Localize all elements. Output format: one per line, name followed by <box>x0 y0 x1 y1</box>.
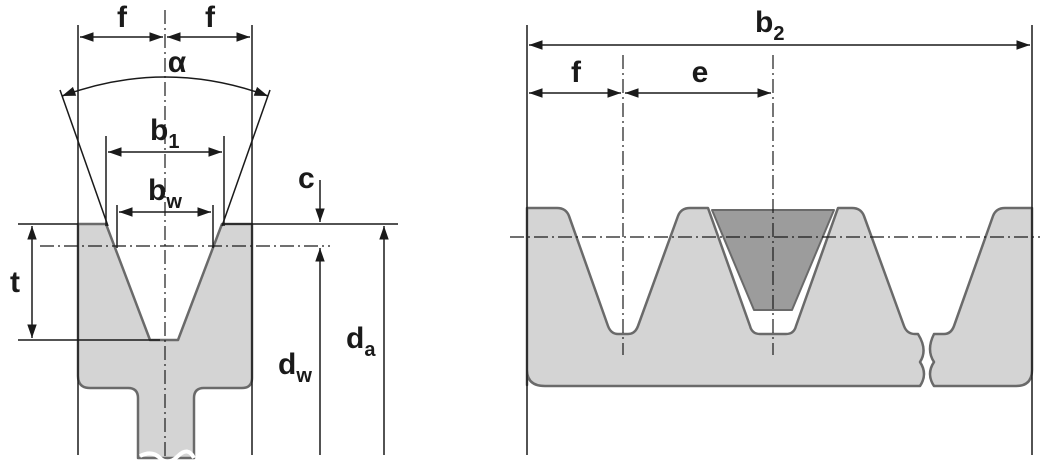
bw-label: bw <box>148 174 182 213</box>
alpha-label: α <box>168 46 187 79</box>
right-multi-groove-section: b2 f e <box>510 6 1040 455</box>
f-left-label: f <box>117 1 128 34</box>
f-right-label: f <box>205 1 216 34</box>
alpha-angle-arc <box>61 76 269 97</box>
e-label: e <box>692 56 709 89</box>
pulley-body-left-part <box>525 206 926 388</box>
f-label-multi: f <box>571 56 582 89</box>
t-label: t <box>10 266 20 299</box>
c-label: c <box>298 162 315 195</box>
b2-label: b2 <box>755 6 784 45</box>
flank-line-left <box>59 89 109 227</box>
hub-break-line <box>139 449 196 464</box>
left-groove-section: f f α b1 bw c dw da t <box>10 1 398 464</box>
dw-label: dw <box>278 348 312 387</box>
flank-line-right <box>221 89 271 227</box>
da-label: da <box>346 322 376 361</box>
pulley-body-right-part <box>928 206 1034 388</box>
b1-label: b1 <box>150 114 179 153</box>
